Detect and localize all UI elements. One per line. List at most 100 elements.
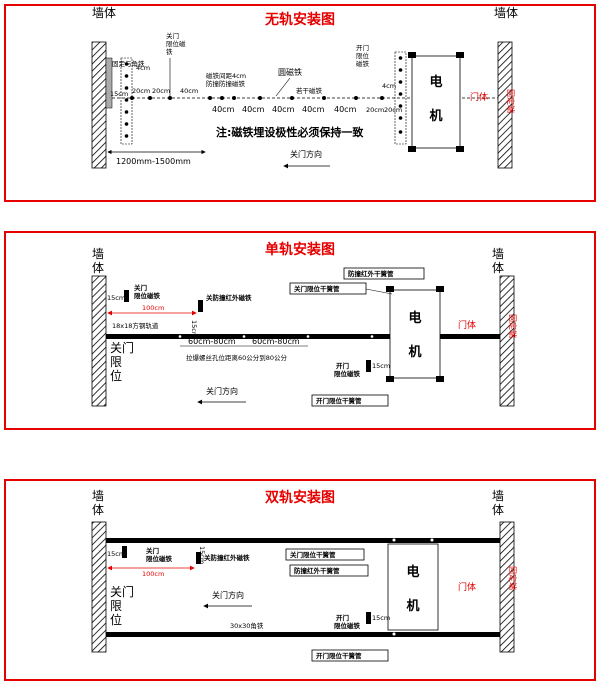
close-limit-3a: 关门 — [110, 584, 134, 599]
m20a-label: 20cm — [132, 87, 150, 95]
close-limit-magnet-2 — [124, 290, 129, 302]
m100-double: 100cm — [142, 570, 164, 578]
open-limit-hidden: 开门限位磁铁 — [356, 35, 396, 44]
m20b-label: 20cm — [152, 87, 170, 95]
d60-80-b: 60cm-80cm — [252, 337, 300, 346]
close-limit-magnet-label-1b: 限位磁 — [166, 39, 186, 48]
cl-mag-3b: 限位磁铁 — [146, 554, 173, 563]
motor-box-3 — [387, 543, 439, 631]
anti-collision-label: 防撞防撞磁铁 — [206, 79, 246, 88]
wall-label-left-3b: 体 — [92, 503, 104, 517]
d40-4: 40cm — [302, 105, 325, 114]
anti-ir-magnet-3 — [196, 552, 201, 564]
wall-label-right-2: 墙 — [492, 247, 504, 261]
polarity-note: 注:磁铁埋设极性必须保持一致 — [216, 125, 364, 139]
cl-mag-2a: 关门 — [134, 283, 148, 292]
fixed-end-3: 固定端 — [508, 566, 518, 590]
ir-reed-2: 防撞红外干簧管 — [348, 269, 394, 278]
m20c: 20cm — [366, 106, 384, 114]
close-magnet-column — [120, 57, 133, 145]
double-rail-top — [106, 538, 500, 543]
close-limit-2c: 位 — [110, 368, 122, 383]
close-limit-3b: 限 — [110, 599, 122, 613]
fixed-end-1: 固定端 — [506, 89, 516, 113]
wall-label-left-1: 墙体 — [92, 6, 116, 20]
several-magnets-label: 若干磁铁 — [296, 86, 323, 95]
close-reed-box-3 — [285, 548, 365, 561]
single-rail-title: 单轨安装图 — [265, 241, 335, 258]
close-limit-2b: 限 — [110, 355, 122, 369]
close-dir-1: 关门方向 — [290, 149, 322, 159]
open-reed-3: 开门限位干簧管 — [316, 651, 362, 660]
open-magnet-dots — [398, 56, 403, 134]
motor-char-2b: 机 — [408, 344, 421, 360]
open-reed-box-2 — [311, 394, 389, 407]
close-limit-magnet-label-1a: 关门 — [166, 31, 179, 40]
open-limit-magnet-label: 开门 — [356, 43, 369, 52]
anti-ir-magnet-2 — [198, 300, 203, 312]
m15-single: 15cm — [107, 294, 125, 302]
open-reed-2: 开门限位干簧管 — [316, 396, 362, 405]
right-wall-1 — [497, 41, 513, 169]
op-mag-2b: 限位磁铁 — [334, 369, 361, 378]
no-rail-title: 无轨安装图 — [264, 11, 335, 28]
right-wall-3 — [499, 521, 515, 653]
motor-1-wheels — [408, 52, 464, 152]
d40-5: 40cm — [334, 105, 357, 114]
motor-char-3a: 电 — [406, 564, 419, 580]
d60-80-a: 60cm-80cm — [188, 337, 236, 346]
motor-char-3b: 机 — [406, 598, 419, 614]
wall-label-left-2: 墙 — [92, 247, 104, 261]
gap-note: 磁铁间距4cm — [206, 71, 246, 80]
bolt-note: 拉爆螺丝孔位距离60公分到80公分 — [186, 353, 288, 362]
close-limit-2a: 关门 — [110, 340, 134, 355]
wall-label-right-2b: 体 — [492, 261, 504, 275]
op-mag-3a: 开门 — [336, 613, 350, 622]
close-reed-2: 关门限位干簧管 — [294, 284, 340, 293]
ir-reed-box-2 — [343, 267, 425, 280]
close-reed-leader-2 — [365, 288, 393, 295]
cl-mag-3a: 关门 — [146, 546, 160, 555]
open-reed-box-3 — [311, 649, 389, 662]
d40-2: 40cm — [242, 105, 265, 114]
m15-double: 15cm — [107, 550, 125, 558]
left-wall-1 — [91, 41, 107, 169]
anti-ir-magnet-2-label: 关防撞红外磁铁 — [206, 293, 252, 302]
door-label-2: 门体 — [458, 319, 476, 331]
open-limit-magnet-label-c: 磁铁 — [356, 59, 370, 68]
panel-no-rail-frame — [4, 4, 596, 202]
wall-label-left-3: 墙 — [92, 489, 104, 503]
d40-1: 40cm — [212, 105, 235, 114]
angle-iron: 30x30角铁 — [230, 621, 264, 630]
door-label-3: 门体 — [458, 581, 476, 593]
close-reed-box-2 — [289, 282, 367, 295]
motor-box-1 — [411, 55, 461, 149]
anti-ir-magnet-3-label: 关防撞红外磁铁 — [204, 553, 250, 562]
close-dir-2: 关门方向 — [206, 386, 238, 396]
motor-2-wheels — [386, 286, 444, 382]
m15-label: 15cm — [110, 90, 128, 98]
motor-box-2 — [389, 289, 441, 379]
double-rail-title: 双轨安装图 — [265, 489, 335, 506]
ring-magnet-leader — [275, 77, 291, 97]
close-limit-2-hidden: 限位 — [110, 387, 124, 396]
left-wall-2 — [91, 275, 107, 407]
panel-double-rail-frame — [4, 479, 596, 681]
left-wall-3 — [91, 521, 107, 653]
m15b-double: 15cm — [372, 614, 390, 622]
m100-single: 100cm — [142, 304, 164, 312]
motor-3-markers — [391, 537, 435, 637]
single-rail-bar — [106, 334, 500, 339]
wall-label-right-1: 墙体 — [494, 6, 518, 20]
right-wall-2 — [499, 275, 515, 407]
cl-mag-2b: 限位磁铁 — [134, 291, 161, 300]
door-label-1: 门体 — [470, 91, 488, 103]
motor-char-2a: 电 — [408, 310, 421, 326]
wall-label-right-3b: 体 — [492, 503, 504, 517]
motor-char-1b: 机 — [429, 108, 442, 124]
wall-label-left-2b: 体 — [92, 261, 104, 275]
d40-3: 40cm — [272, 105, 295, 114]
op-mag-3b: 限位磁铁 — [334, 621, 361, 630]
